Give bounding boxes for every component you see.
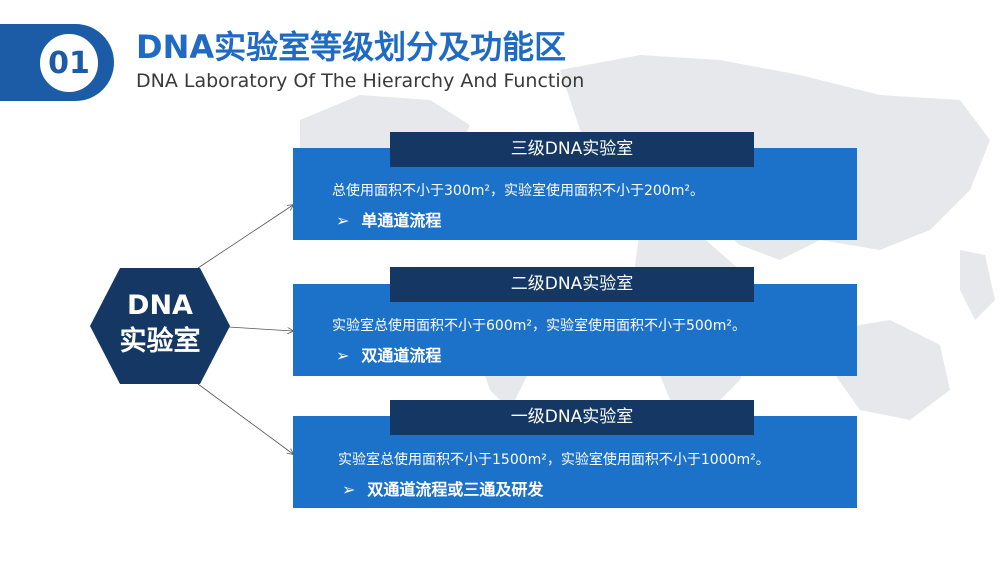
level-3-header: 三级DNA实验室 (390, 132, 754, 167)
level-1-header: 一级DNA实验室 (390, 400, 754, 435)
level-1-flow: ➢ 双通道流程或三通及研发 (342, 476, 543, 500)
center-hexagon (90, 268, 230, 384)
center-label-line1: DNA (127, 290, 193, 321)
level-2-description: 实验室总使用面积不小于600m²，实验室使用面积不小于500m²。 (332, 318, 746, 334)
level-3-flow-text: 单通道流程 (361, 211, 442, 230)
level-1-flow-text: 双通道流程或三通及研发 (367, 480, 544, 499)
level-2-flow: ➢ 双通道流程 (336, 342, 441, 366)
section-number: 01 (48, 45, 90, 81)
page-title: DNA实验室等级划分及功能区 (136, 28, 567, 66)
page-subtitle: DNA Laboratory Of The Hierarchy And Func… (136, 70, 585, 92)
center-hexagon-label: DNA 实验室 (90, 288, 230, 360)
arrowhead-bullet-icon: ➢ (342, 480, 356, 499)
level-3-description: 总使用面积不小于300m²，实验室使用面积不小于200m²。 (332, 183, 704, 199)
level-3-flow: ➢ 单通道流程 (336, 207, 441, 231)
arrowhead-bullet-icon: ➢ (336, 211, 350, 230)
section-number-badge: 01 (36, 30, 102, 96)
arrowhead-bullet-icon: ➢ (336, 346, 350, 365)
center-label-line2: 实验室 (119, 326, 201, 357)
level-2-header: 二级DNA实验室 (390, 267, 754, 302)
level-1-description: 实验室总使用面积不小于1500m²，实验室使用面积不小于1000m²。 (338, 452, 770, 468)
level-2-flow-text: 双通道流程 (361, 346, 442, 365)
